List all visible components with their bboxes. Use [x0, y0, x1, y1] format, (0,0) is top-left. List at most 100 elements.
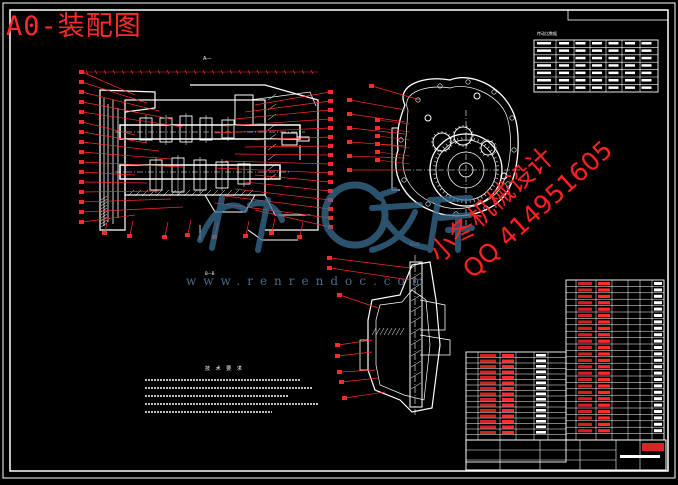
part-balloon: [328, 153, 333, 157]
leader-line: [165, 222, 168, 236]
gear-tooth: [471, 132, 473, 133]
spec-cell-text: [609, 49, 619, 52]
part-balloon: [347, 126, 352, 130]
bom-qty-cell: [654, 346, 662, 349]
leader-line: [245, 182, 330, 191]
spec-cell-text: [559, 42, 569, 45]
bom-qty-cell: [654, 340, 662, 343]
gear-tooth: [453, 139, 455, 140]
part-balloon: [369, 84, 374, 88]
part-balloon: [337, 370, 342, 374]
part-balloon: [79, 170, 84, 174]
bom-name-cell: [598, 391, 610, 394]
part-balloon: [127, 234, 132, 238]
leader-line: [372, 86, 420, 100]
leader-line: [82, 132, 147, 143]
part-balloon: [328, 90, 333, 94]
watermark-site-url: www.renrendoc.com: [186, 274, 430, 288]
spec-label-text: [537, 49, 551, 52]
bom-qty-cell: [536, 382, 546, 385]
spec-cell-text: [592, 57, 602, 60]
bom-code-cell: [480, 426, 496, 429]
part-balloon: [335, 343, 340, 347]
bom-qty-cell: [654, 314, 662, 317]
part-balloon: [185, 233, 190, 237]
part-balloon: [347, 112, 352, 116]
spec-label-text: [537, 86, 551, 89]
gear-tooth: [459, 144, 460, 146]
spec-label-text: [537, 72, 551, 75]
bom-qty-cell: [536, 398, 546, 401]
bom-code-cell: [578, 365, 592, 368]
bom-qty-cell: [654, 410, 662, 413]
part-balloon: [327, 266, 332, 270]
leader-line: [82, 142, 159, 151]
bom-name-cell: [598, 333, 610, 336]
bom-code-cell: [578, 301, 592, 304]
leader-line: [235, 154, 330, 155]
bom-code-cell: [578, 404, 592, 407]
leader-line: [338, 340, 372, 345]
leader-line: [245, 146, 330, 147]
bom-code-cell: [578, 384, 592, 387]
hatch-line: [388, 328, 392, 335]
bom-qty-cell: [654, 423, 662, 426]
spec-cell-text: [625, 49, 635, 52]
hatch-line: [400, 328, 404, 335]
bom-code-cell: [578, 320, 592, 323]
part-balloon: [79, 180, 84, 184]
bom-qty-cell: [654, 308, 662, 311]
part-balloon: [79, 160, 84, 164]
spec-cell-text: [559, 49, 569, 52]
hatch-line: [411, 383, 421, 389]
spec-label-text: [537, 79, 551, 82]
bom-name-cell: [598, 295, 610, 298]
leader-line: [350, 100, 405, 110]
leader-line: [82, 172, 135, 175]
part-balloon: [328, 162, 333, 166]
bom-code-cell: [480, 371, 496, 374]
bom-code-cell: [480, 387, 496, 390]
part-balloon: [79, 200, 84, 204]
part-balloon: [79, 130, 84, 134]
bom-code-cell: [480, 404, 496, 407]
part-balloon: [79, 210, 84, 214]
gear-tooth: [484, 144, 486, 146]
part-balloon: [375, 142, 380, 146]
bom-qty-cell: [536, 420, 546, 423]
bolt-hole: [492, 90, 496, 94]
part-balloon: [297, 235, 302, 239]
bolt-hole: [438, 84, 442, 88]
part-balloon: [375, 134, 380, 138]
hatch-line: [411, 361, 421, 367]
bom-code-cell: [480, 382, 496, 385]
bom-code-cell: [578, 288, 592, 291]
hatch-line: [384, 328, 388, 335]
hatch-line: [372, 328, 376, 335]
bom-qty-cell: [536, 354, 546, 357]
part-balloon: [328, 180, 333, 184]
bom-qty-cell: [654, 378, 662, 381]
bom-code-cell: [578, 372, 592, 375]
spec-cell-text: [576, 79, 586, 82]
gear-tooth: [466, 144, 467, 146]
bom-name-cell: [502, 360, 514, 363]
bom-qty-cell: [654, 282, 662, 285]
bom-name-cell: [598, 404, 610, 407]
hatch-line: [268, 154, 276, 160]
gear-tooth: [448, 148, 449, 149]
leader-line: [130, 221, 133, 235]
bom-code-cell: [578, 416, 592, 419]
technical-requirements: 技 术 要 求: [145, 365, 318, 412]
hatch-line: [411, 339, 421, 345]
bom-code-cell: [578, 327, 592, 330]
bom-code-cell: [578, 429, 592, 432]
bom-qty-cell: [654, 384, 662, 387]
part-balloon: [328, 99, 333, 103]
bom-qty-cell: [654, 288, 662, 291]
bom-qty-cell: [536, 387, 546, 390]
bom-name-cell: [598, 340, 610, 343]
spec-cell-text: [576, 49, 586, 52]
leader-line: [338, 352, 372, 356]
